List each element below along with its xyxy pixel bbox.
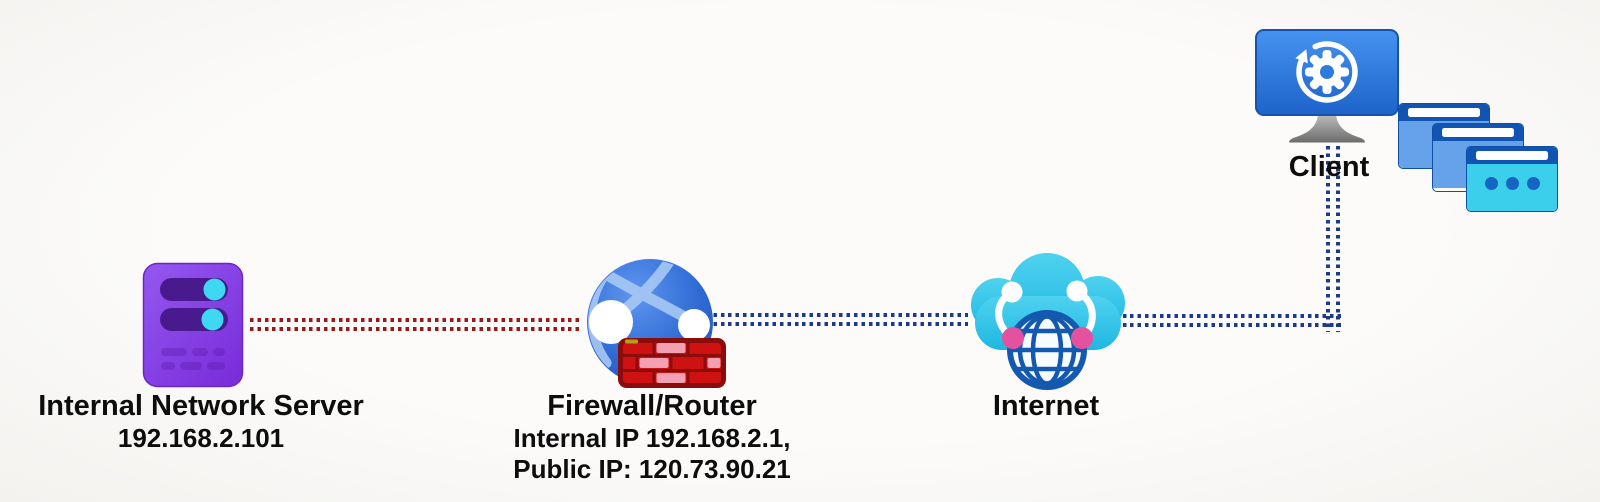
dotted-line-row <box>706 322 968 326</box>
dotted-line-row <box>1108 323 1342 327</box>
dotted-line-row <box>250 318 582 322</box>
firewall-public-ip: Public IP: 120.73.90.21 <box>513 453 791 484</box>
dotted-line-row <box>1108 314 1342 318</box>
browser-window-front <box>1466 146 1558 212</box>
browser-body <box>1467 164 1557 211</box>
firewall-router-icon <box>587 259 726 388</box>
browser-titlebar <box>1467 147 1557 164</box>
connection-firewall-internet <box>706 313 968 326</box>
server-ip: 192.168.2.101 <box>117 423 285 454</box>
server-icon <box>142 262 244 388</box>
server-label: Internal Network Server <box>38 390 364 422</box>
dotted-line-column <box>1335 146 1340 332</box>
firewall-brick-wall <box>618 338 726 388</box>
connection-internet-client-horizontal <box>1108 314 1342 327</box>
ellipsis-dots-icon <box>1467 164 1557 190</box>
client-label-block: Client <box>1254 151 1404 183</box>
dotted-line-row <box>706 313 968 317</box>
firewall-label-block: Firewall/Router Internal IP 192.168.2.1,… <box>452 390 852 484</box>
dotted-line-column <box>1326 146 1330 332</box>
client-monitor-icon <box>1255 29 1399 143</box>
sync-gear-glyph <box>1295 41 1358 103</box>
browser-titlebar <box>1433 124 1523 141</box>
connection-server-firewall <box>250 318 582 331</box>
address-bar <box>1442 128 1514 137</box>
server-label-block: Internal Network Server 192.168.2.101 <box>1 390 401 454</box>
client-label: Client <box>1288 151 1370 183</box>
address-bar <box>1408 108 1480 117</box>
globe-glyph <box>1007 310 1087 390</box>
internet-cloud-icon <box>971 253 1125 390</box>
firewall-label: Firewall/Router <box>547 390 757 422</box>
internet-label-block: Internet <box>896 390 1196 422</box>
internet-label: Internet <box>992 390 1100 422</box>
dotted-line-row <box>250 327 582 331</box>
connection-internet-client-vertical <box>1326 146 1340 332</box>
firewall-internal-ip: Internal IP 192.168.2.1, <box>513 423 791 454</box>
address-bar <box>1476 151 1548 160</box>
browser-titlebar <box>1399 104 1489 121</box>
